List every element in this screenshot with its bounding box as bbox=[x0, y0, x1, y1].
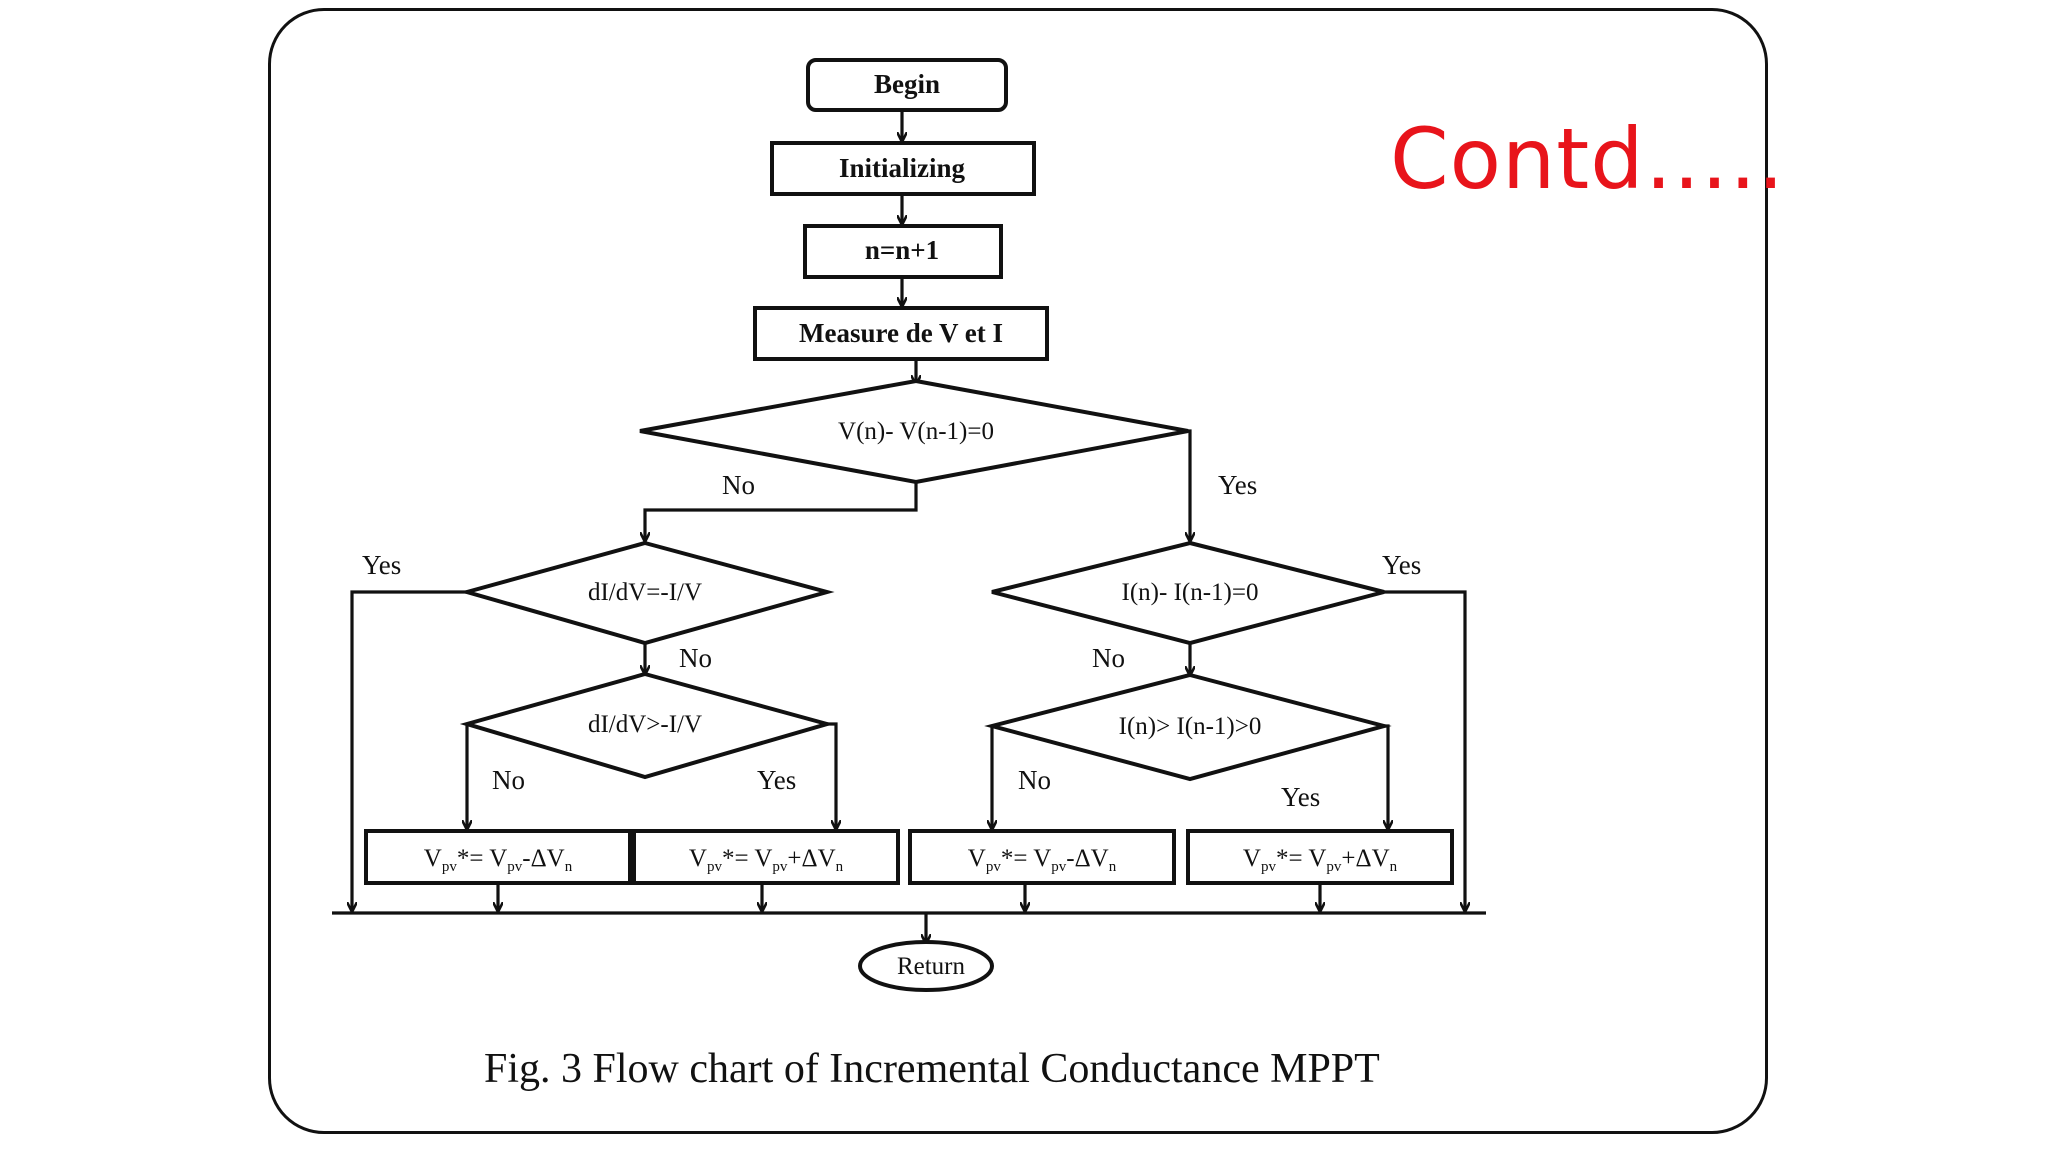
update-box-minus-left bbox=[364, 829, 632, 885]
update-plus-left-label: Vpv*= Vpv+ΔVn bbox=[689, 845, 844, 875]
measure-label: Measure de V et I bbox=[799, 318, 1003, 348]
update-minus-right-label: Vpv*= Vpv-ΔVn bbox=[968, 845, 1117, 875]
increment-node bbox=[803, 224, 1003, 279]
yes-label-3: Yes bbox=[757, 765, 796, 795]
figure-caption: Fig. 3 Flow chart of Incremental Conduct… bbox=[484, 1046, 1380, 1092]
initializing-node bbox=[770, 141, 1036, 196]
decision-didv-greater-label: dI/dV>-I/V bbox=[588, 711, 702, 738]
yes-label-1: Yes bbox=[1218, 470, 1257, 500]
update-box-minus-right bbox=[908, 829, 1176, 885]
yes-label-4: Yes bbox=[1382, 550, 1421, 580]
begin-node bbox=[806, 58, 1008, 112]
contd-label: Contd….. bbox=[1390, 110, 1785, 208]
increment-label: n=n+1 bbox=[865, 235, 939, 265]
return-node bbox=[858, 940, 994, 992]
yes-label-5: Yes bbox=[1281, 782, 1320, 812]
decision-didv-equal-label: dI/dV=-I/V bbox=[588, 579, 702, 606]
decision-voltage-label: V(n)- V(n-1)=0 bbox=[838, 418, 994, 445]
decision-current-greater bbox=[984, 672, 1392, 782]
begin-label: Begin bbox=[874, 69, 940, 99]
measure-node bbox=[753, 306, 1049, 361]
no-label-4: No bbox=[1092, 643, 1125, 673]
no-label-1: No bbox=[722, 470, 755, 500]
update-plus-right-label: Vpv*= Vpv+ΔVn bbox=[1243, 845, 1398, 875]
initializing-label: Initializing bbox=[839, 153, 966, 183]
no-label-3: No bbox=[492, 765, 525, 795]
no-label-5: No bbox=[1018, 765, 1051, 795]
decision-current-label: I(n)- I(n-1)=0 bbox=[1122, 579, 1259, 606]
update-box-plus-left bbox=[632, 829, 900, 885]
update-minus-left-label: Vpv*= Vpv-ΔVn bbox=[424, 845, 573, 875]
return-label: Return bbox=[897, 953, 966, 980]
decision-current-greater-label: I(n)> I(n-1)>0 bbox=[1119, 713, 1262, 740]
yes-label-2: Yes bbox=[362, 550, 401, 580]
no-label-2: No bbox=[679, 643, 712, 673]
decision-didv-greater bbox=[459, 671, 835, 780]
